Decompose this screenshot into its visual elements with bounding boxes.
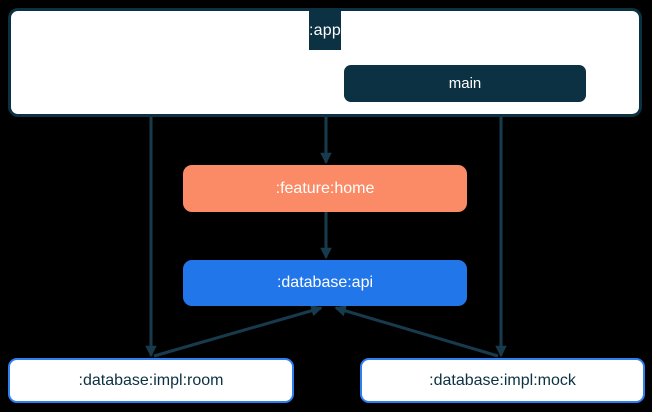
node-app: :app main androidTest — [8, 8, 642, 117]
node-database-api-label: :database:api — [276, 274, 374, 291]
node-database-impl-room: :database:impl:room — [8, 358, 294, 403]
node-main-source-set: main — [344, 65, 586, 102]
node-main-label: main — [448, 75, 482, 92]
node-app-label: :app — [309, 21, 341, 39]
node-database-api: :database:api — [183, 260, 467, 306]
edge-impl-room-to-database-api — [153, 305, 323, 358]
node-feature-home: :feature:home — [183, 165, 467, 212]
node-database-impl-mock: :database:impl:mock — [360, 358, 645, 403]
node-app-header: :app — [309, 11, 341, 50]
edge-impl-mock-to-database-api — [334, 305, 499, 358]
node-database-impl-mock-label: :database:impl:mock — [429, 371, 576, 389]
node-database-impl-room-label: :database:impl:room — [78, 371, 224, 389]
node-feature-home-label: :feature:home — [275, 179, 375, 197]
